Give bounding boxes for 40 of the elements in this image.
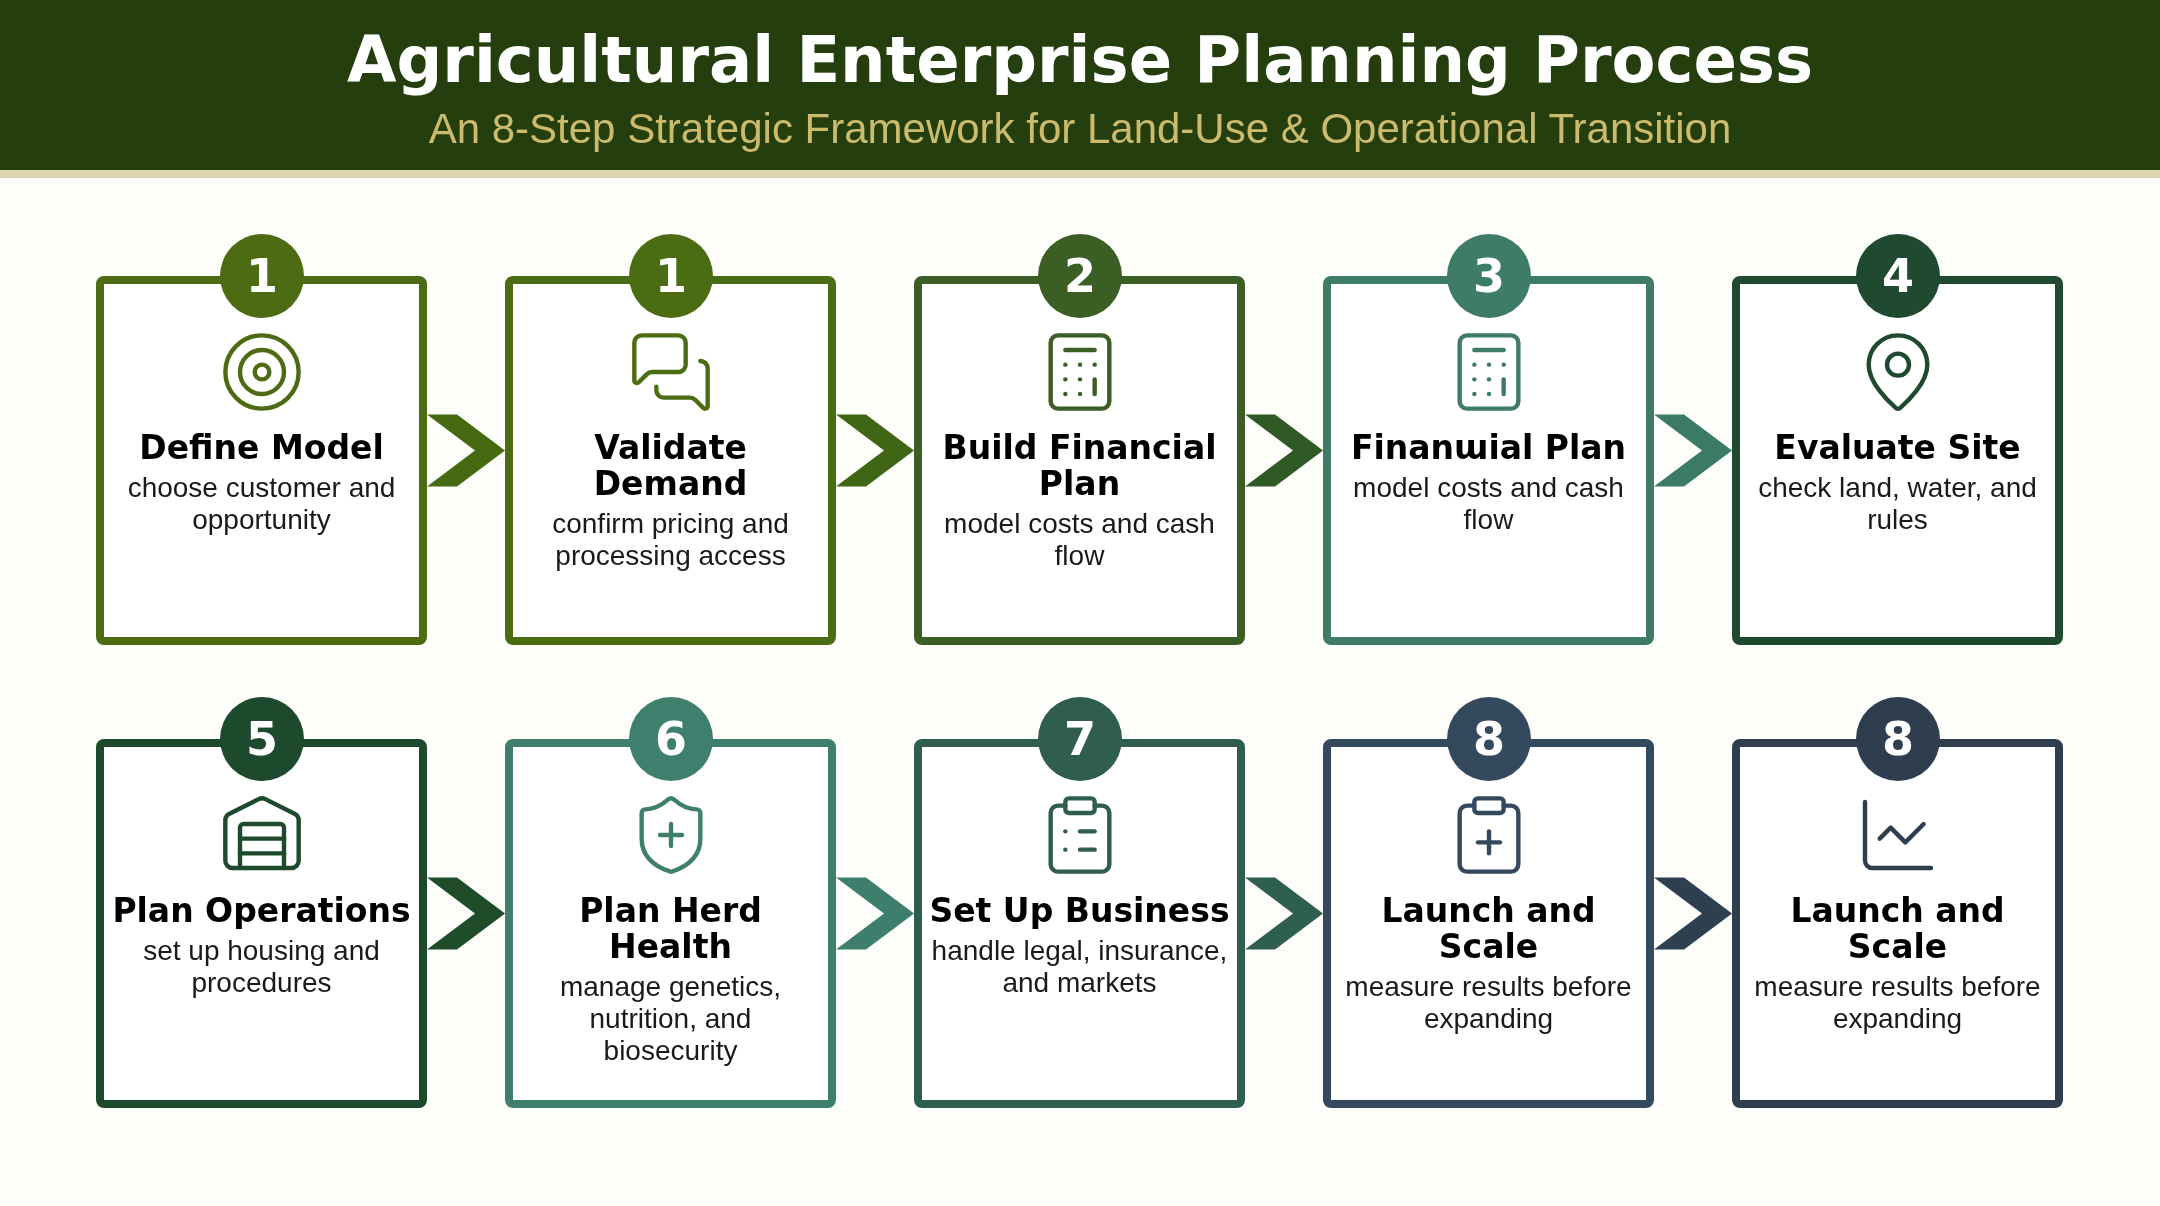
chevron-arrow xyxy=(427,414,505,487)
step-description: measure results before expanding xyxy=(1344,971,1633,1035)
chevron-arrow xyxy=(1245,414,1323,487)
step-description: check land, water, and rules xyxy=(1757,472,2038,536)
step-title: Plan Herd Health xyxy=(578,893,763,965)
chevron-arrow xyxy=(1654,414,1732,487)
step-number-badge: 3 xyxy=(1447,234,1531,318)
step-title: Validate Demand xyxy=(592,430,749,502)
step-title: Finanɯial Plan xyxy=(1349,430,1628,466)
step-title: Build Financial Plan xyxy=(941,430,1218,502)
step-title: Launch and Scale xyxy=(1789,893,2006,965)
step-title: Set Up Business xyxy=(928,893,1231,929)
step-number-badge: 7 xyxy=(1038,697,1122,781)
step-description: handle legal, insurance, and markets xyxy=(930,935,1229,999)
step-description: choose customer and opportunity xyxy=(126,472,397,536)
step-description: model costs and cash flow xyxy=(1352,472,1625,536)
chevron-arrow xyxy=(1654,877,1732,950)
title: Agricultural Enterprise Planning Process xyxy=(346,22,1814,98)
step-title: Launch and Scale xyxy=(1380,893,1597,965)
step-description: measure results before expanding xyxy=(1753,971,2042,1035)
step-number-badge: 1 xyxy=(220,234,304,318)
step-title: Plan Operations xyxy=(111,893,412,929)
step-number-badge: 8 xyxy=(1856,697,1940,781)
step-title: Evaluate Site xyxy=(1773,430,2022,466)
chevron-arrow xyxy=(836,877,914,950)
step-description: model costs and cash flow xyxy=(943,508,1216,572)
step-number-badge: 5 xyxy=(220,697,304,781)
subtitle: An 8-Step Strategic Framework for Land-Use & Operational Transition xyxy=(428,104,1732,154)
step-number-badge: 1 xyxy=(629,234,713,318)
step-description: confirm pricing and processing access xyxy=(551,508,790,572)
step-number-badge: 8 xyxy=(1447,697,1531,781)
step-title: Define Model xyxy=(138,430,385,466)
step-description: manage genetics, nutrition, and biosecurity xyxy=(558,971,782,1067)
step-description: set up housing and procedures xyxy=(142,935,381,999)
step-number-badge: 2 xyxy=(1038,234,1122,318)
chevron-arrow xyxy=(836,414,914,487)
chevron-arrow xyxy=(1245,877,1323,950)
step-number-badge: 4 xyxy=(1856,234,1940,318)
chevron-arrow xyxy=(427,877,505,950)
step-number-badge: 6 xyxy=(629,697,713,781)
